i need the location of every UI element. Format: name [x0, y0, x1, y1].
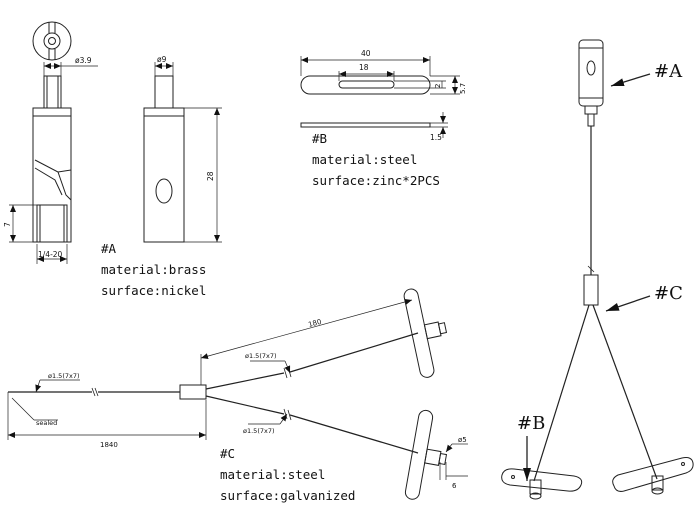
- part-a-drawing: [9, 21, 222, 264]
- part-b-drawing: [300, 56, 460, 138]
- part-a-thread-dim: 1/4-20: [38, 250, 63, 259]
- assembly-callout-a: #A: [654, 61, 683, 82]
- assembly-ferrule: [583, 274, 599, 306]
- assembly-right-branch: [592, 304, 658, 480]
- part-b-surface: surface:zinc*2PCS: [312, 173, 440, 188]
- assembly-callout-b: #B: [517, 413, 546, 434]
- part-c-ferrule: [179, 384, 207, 400]
- part-a-id: #A: [101, 241, 117, 256]
- part-c-cable-bottom-dim: ø1.5(7x7): [243, 427, 275, 435]
- part-b-width-dim: 5.7: [459, 83, 467, 94]
- part-c-drawing: [7, 288, 468, 500]
- part-b-side: [300, 122, 431, 128]
- part-a-note: #A material:brass surface:nickel: [101, 238, 206, 301]
- part-a-material: material:brass: [101, 262, 207, 277]
- assembly-left-branch: [533, 304, 590, 482]
- part-a-surface: surface:nickel: [101, 283, 207, 298]
- part-b-thickness-dim: 1.5: [430, 133, 442, 142]
- part-c-id: #C: [220, 446, 236, 461]
- assembly-view: [501, 39, 694, 500]
- part-a-height-dim: 28: [206, 171, 215, 181]
- part-c-upper-plate: [403, 288, 448, 378]
- part-c-sealed-label: sealed: [36, 419, 57, 427]
- part-c-cable-top-dim: ø1.5(7x7): [245, 352, 277, 360]
- part-b-slot: [338, 80, 395, 89]
- part-c-lower-plate: [404, 409, 448, 500]
- part-a-body-dim: ø9: [157, 55, 167, 64]
- assembly-left-plate: [501, 468, 583, 500]
- part-a-dimension-lines: [9, 62, 222, 264]
- part-a-side-view: [32, 75, 72, 243]
- part-c-note: #C material:steel surface:galvanized: [220, 443, 355, 506]
- part-c-cable-main-dim: ø1.5(7x7): [48, 372, 80, 380]
- part-b-slot-width-dim: 2: [434, 84, 442, 88]
- part-a-hole-dim: ø3.9: [75, 56, 92, 65]
- part-b-id: #B: [312, 131, 328, 146]
- part-c-total-dim: 1840: [100, 441, 118, 449]
- assembly-right-plate: [612, 457, 694, 495]
- part-b-plate: [300, 75, 431, 95]
- assembly-callout-c: #C: [654, 283, 683, 304]
- part-b-material: material:steel: [312, 152, 418, 167]
- part-b-slot-dim: 18: [359, 63, 369, 72]
- part-c-dimension-lines: [7, 298, 468, 480]
- part-b-length-dim: 40: [361, 49, 371, 58]
- part-c-pin-len-dim: 6: [452, 482, 457, 490]
- part-c-surface: surface:galvanized: [220, 488, 356, 503]
- part-c-material: material:steel: [220, 467, 326, 482]
- assembly-arrow-a: [610, 73, 651, 87]
- part-c-upper-branch: [205, 332, 419, 390]
- part-a-thread-depth-dim: 7: [3, 222, 12, 227]
- part-b-note: #B material:steel surface:zinc*2PCS: [312, 128, 440, 191]
- part-c-pin-dim: ø5: [458, 436, 467, 444]
- part-a-front-view: [143, 75, 185, 243]
- part-c-main-cable: [8, 387, 180, 397]
- part-a-top-view: [32, 21, 72, 61]
- assembly-arrow-c: [605, 295, 651, 312]
- assembly-hanger: [578, 39, 604, 127]
- part-c-branch-dim: 180: [307, 318, 322, 329]
